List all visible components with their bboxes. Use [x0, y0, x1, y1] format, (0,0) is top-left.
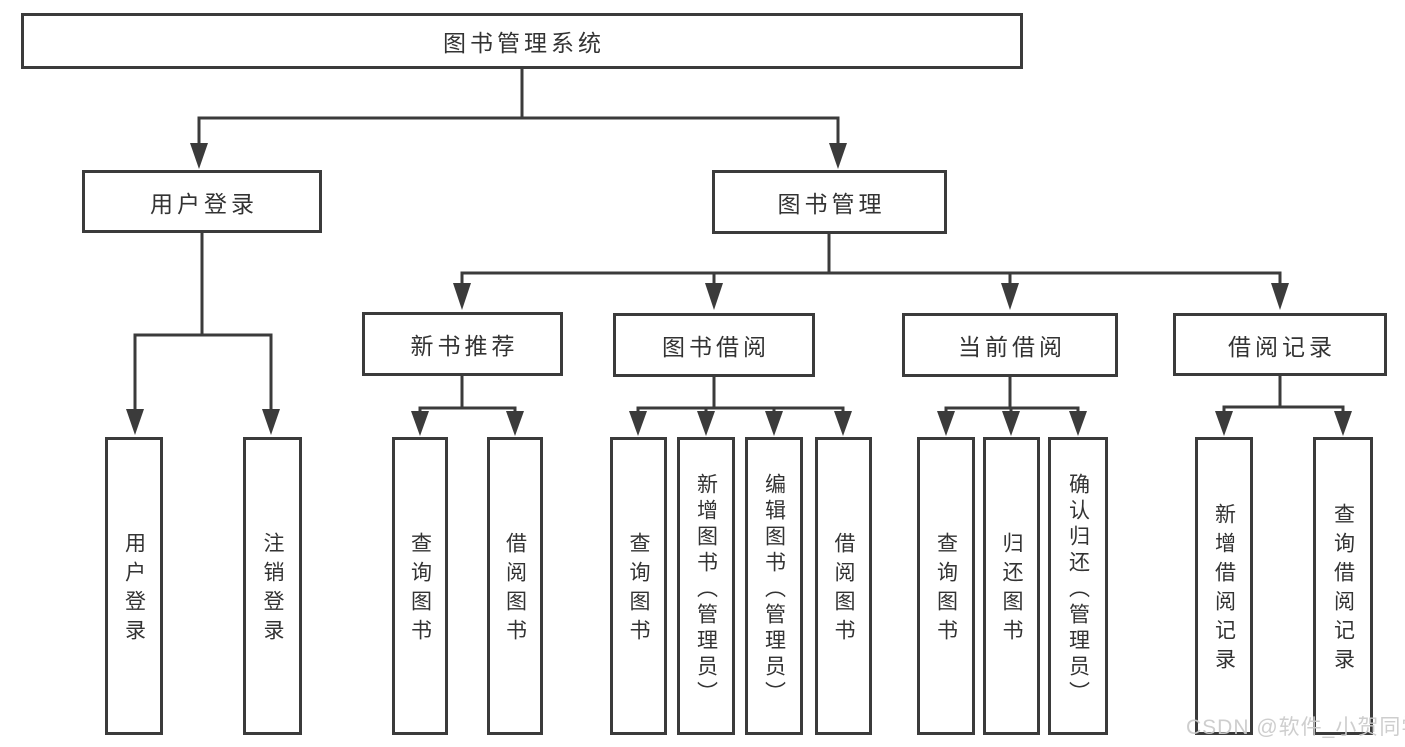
- arrow-down-icon: [765, 411, 783, 436]
- node-label: 图书管理: [777, 191, 886, 217]
- leaf-newbooks-query: 查询图书: [392, 437, 448, 735]
- node-label: 查询图书: [408, 532, 432, 648]
- node-label: 归还图书: [1000, 532, 1023, 648]
- node-label: 图书管理系统: [443, 30, 605, 56]
- arrow-down-icon: [262, 409, 280, 435]
- node-root-system: 图书管理系统: [21, 13, 1023, 69]
- node-label: 用户登录: [122, 532, 146, 648]
- arrow-down-icon: [411, 411, 429, 436]
- arrow-down-icon: [126, 409, 144, 435]
- node-label: 新书推荐: [410, 333, 519, 359]
- node-label: 借阅图书: [832, 532, 855, 648]
- leaf-borrow-query: 查询图书: [610, 437, 667, 735]
- node-label: 用户登录: [150, 190, 258, 217]
- node-label: 当前借阅: [958, 334, 1066, 360]
- leaf-user-login: 用户登录: [105, 437, 163, 735]
- node-book-borrow: 图书借阅: [613, 313, 815, 377]
- leaf-records-query: 查询借阅记录: [1313, 437, 1373, 735]
- connector-bookborrow-to-leaves: [629, 377, 852, 436]
- arrow-down-icon: [1069, 411, 1087, 436]
- leaf-current-confirm-return: 确认归还（管理员）: [1048, 437, 1108, 735]
- leaf-newbooks-borrow: 借阅图书: [487, 437, 543, 735]
- node-label: 借阅记录: [1228, 333, 1336, 360]
- leaf-logout: 注销登录: [243, 437, 302, 735]
- node-label: 查询图书: [627, 532, 650, 648]
- node-new-book-recommend: 新书推荐: [362, 312, 563, 376]
- connector-bookmgmt-to-level3: [453, 234, 1289, 310]
- arrow-down-icon: [1001, 283, 1019, 310]
- arrow-down-icon: [834, 411, 852, 436]
- arrow-down-icon: [629, 411, 647, 436]
- leaf-current-query: 查询图书: [917, 437, 975, 735]
- node-label: 新增借阅记录: [1212, 503, 1236, 677]
- arrow-down-icon: [705, 283, 723, 310]
- node-label: 新增图书（管理员）: [694, 473, 718, 707]
- node-current-borrow: 当前借阅: [902, 313, 1118, 377]
- leaf-borrow-borrow-book: 借阅图书: [815, 437, 872, 735]
- csdn-watermark: CSDN @软件_小贺同学: [1186, 716, 1405, 739]
- node-label: 确认归还（管理员）: [1066, 473, 1090, 707]
- node-book-management: 图书管理: [712, 170, 947, 234]
- arrow-down-icon: [697, 411, 715, 436]
- arrow-down-icon: [829, 143, 847, 169]
- arrow-down-icon: [1334, 411, 1352, 436]
- node-user-login: 用户登录: [82, 170, 322, 233]
- connector-userlogin-to-leaves: [126, 233, 280, 435]
- leaf-borrow-add-book: 新增图书（管理员）: [677, 437, 735, 735]
- connector-newbooks-to-leaves: [411, 376, 524, 436]
- node-borrow-records: 借阅记录: [1173, 313, 1387, 376]
- node-label: 借阅图书: [503, 532, 527, 648]
- node-label: 图书借阅: [662, 334, 770, 360]
- connector-root-to-level2: [190, 68, 847, 169]
- connector-borrowrecords-to-leaves: [1215, 376, 1352, 436]
- arrow-down-icon: [1215, 411, 1233, 436]
- arrow-down-icon: [937, 411, 955, 436]
- connector-currentborrow-to-leaves: [937, 377, 1087, 436]
- node-label: 查询借阅记录: [1331, 503, 1355, 677]
- arrow-down-icon: [190, 143, 208, 169]
- leaf-current-return: 归还图书: [983, 437, 1040, 735]
- node-label: 编辑图书（管理员）: [762, 473, 786, 707]
- arrow-down-icon: [1002, 411, 1020, 436]
- arrow-down-icon: [506, 411, 524, 436]
- arrow-down-icon: [1271, 283, 1289, 310]
- node-label: 查询图书: [934, 532, 958, 648]
- leaf-borrow-edit-book: 编辑图书（管理员）: [745, 437, 803, 735]
- arrow-down-icon: [453, 283, 471, 310]
- node-label: 注销登录: [261, 532, 284, 648]
- leaf-records-add: 新增借阅记录: [1195, 437, 1253, 735]
